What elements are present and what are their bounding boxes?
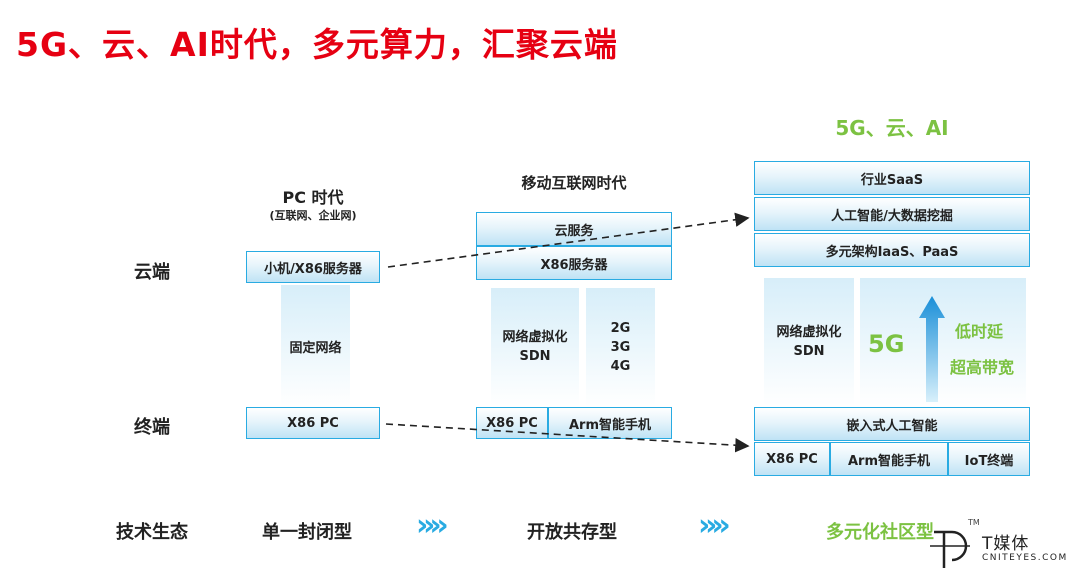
ai-iaas-box: 多元架构IaaS、PaaS (754, 233, 1030, 267)
pc-ecosystem: 单一封闭型 (262, 522, 352, 543)
ai-terminal-pc-box: X86 PC (754, 442, 830, 476)
page-title: 5G、云、AI时代，多元算力，汇聚云端 (16, 25, 618, 64)
gen-3g-label: 3G (610, 339, 631, 355)
ai-terminal-arm-box: Arm智能手机 (830, 442, 948, 476)
ai-low-latency-label: 低时延 (955, 322, 1004, 341)
mobile-era-header: 移动互联网时代 (521, 174, 627, 192)
mobile-virtualization-line1: 网络虚拟化 (502, 330, 568, 345)
mobile-ecosystem: 开放共存型 (527, 522, 617, 543)
mobile-terminal-arm-box: Arm智能手机 (548, 407, 672, 439)
gen-2g-label: 2G (610, 320, 631, 336)
logo-site: CNITEYES.COM (982, 553, 1068, 563)
ai-saas-box: 行业SaaS (754, 161, 1030, 195)
row-label-terminal: 终端 (134, 417, 170, 438)
pc-cloud-server-box: 小机/X86服务器 (246, 251, 380, 283)
ai-5g-label: 5G (868, 330, 905, 358)
ai-era-header: 5G、云、AI (835, 116, 949, 140)
logo-name: T媒体 (982, 534, 1030, 554)
cloud-connector-arrow (387, 212, 750, 268)
row-label-cloud: 云端 (134, 262, 170, 283)
ai-bigdata-box: 人工智能/大数据挖掘 (754, 197, 1030, 231)
mobile-server-box: X86服务器 (476, 246, 672, 280)
pc-network-label: 固定网络 (289, 340, 342, 356)
mobile-network-gen-pillar: 2G 3G 4G (586, 288, 655, 406)
pc-era-header: PC 时代 (282, 188, 344, 207)
up-arrow-icon (919, 296, 945, 402)
ai-5g-pillar (860, 278, 1026, 406)
pc-terminal-box: X86 PC (246, 407, 380, 439)
pc-network-pillar: 固定网络 (281, 285, 350, 407)
ai-terminal-iot-box: IoT终端 (948, 442, 1030, 476)
pc-era-subheader: (互联网、企业网) (269, 209, 357, 222)
tmedia-logo-icon (926, 520, 976, 570)
mobile-cloud-service-box: 云服务 (476, 212, 672, 246)
gen-4g-label: 4G (610, 358, 631, 374)
mobile-virtualization-pillar: 网络虚拟化 SDN (491, 288, 579, 406)
row-label-ecosystem: 技术生态 (116, 522, 188, 543)
terminal-connector-arrow (385, 423, 750, 453)
ai-embedded-ai-box: 嵌入式人工智能 (754, 407, 1030, 441)
ai-broadband-label: 超高带宽 (950, 358, 1015, 377)
ai-virtualization-line2: SDN (793, 344, 825, 359)
ai-ecosystem: 多元化社区型 (826, 522, 934, 543)
ai-virtualization-pillar: 网络虚拟化 SDN (764, 278, 854, 406)
ai-virtualization-line1: 网络虚拟化 (776, 325, 842, 340)
logo-tm-mark: TM (968, 518, 980, 527)
mobile-virtualization-line2: SDN (519, 349, 551, 364)
